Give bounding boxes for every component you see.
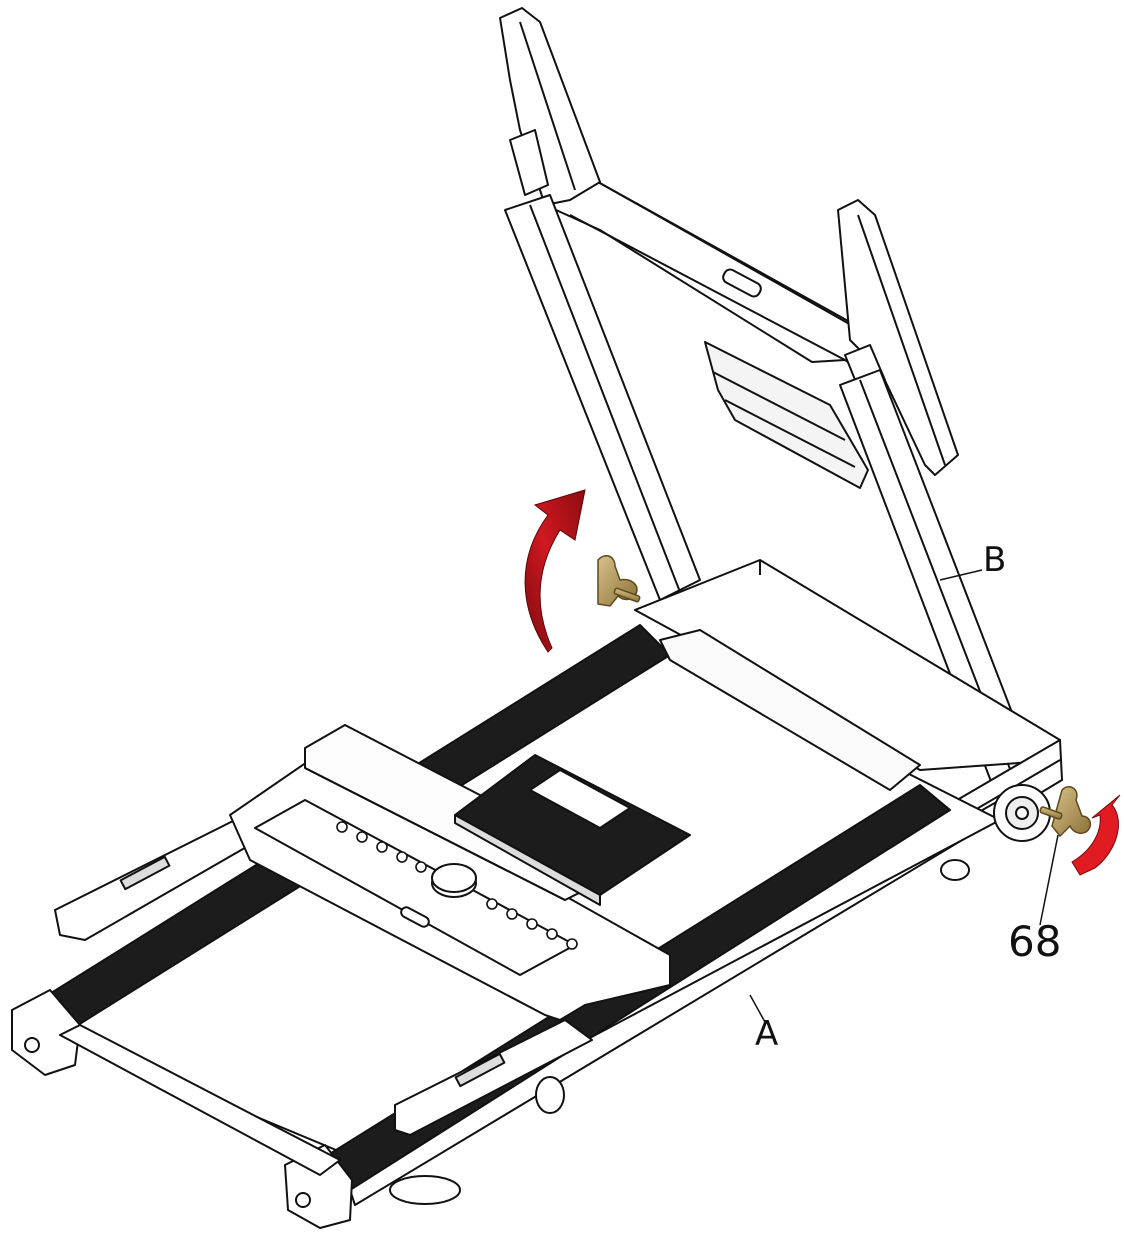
label-part-68: 68 [1008, 917, 1062, 966]
pivot-hub [993, 784, 1051, 842]
curved-arrow-up-icon [524, 489, 586, 653]
label-a: A [755, 1014, 779, 1054]
foot-pad [454, 754, 691, 906]
star-knob-icon [597, 555, 1092, 838]
side-handrails [54, 819, 593, 1136]
rotate-arrow-icon [1071, 794, 1121, 876]
label-b: B [983, 540, 1007, 580]
support-feet [389, 859, 970, 1205]
console-key-slot [400, 906, 430, 928]
upright-frame [499, 7, 1041, 806]
console-buttons [336, 821, 578, 950]
console-dial [431, 863, 477, 898]
leader-lines [749, 569, 1059, 1023]
